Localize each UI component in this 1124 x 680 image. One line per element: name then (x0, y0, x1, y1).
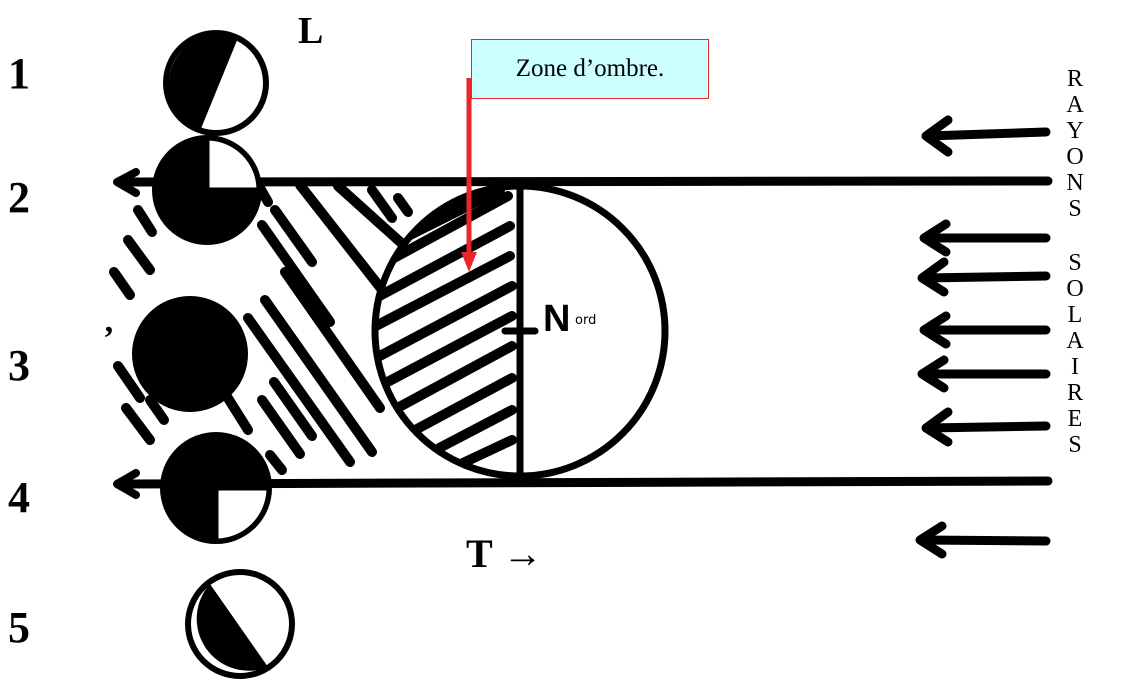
vertical-letter: S (1068, 196, 1082, 222)
stray-mark: ’ (103, 320, 115, 357)
moon-position-4 (160, 432, 272, 544)
position-label-3: 3 (8, 341, 30, 390)
earth-label: T→ (466, 534, 543, 574)
earth (371, 182, 669, 480)
vertical-letter: R (1066, 66, 1083, 92)
sun-ray-arrow (921, 407, 1051, 447)
position-label-4: 4 (8, 473, 30, 522)
left-arrowheads (113, 168, 140, 499)
vertical-letter: S (1068, 250, 1082, 276)
sun-ray-arrow (917, 257, 1051, 297)
upper-ray-line (120, 176, 1053, 187)
earth-letter: T (466, 531, 493, 576)
vertical-letter: E (1067, 406, 1083, 432)
upper-arrowhead (113, 168, 140, 197)
sun-ray-arrow (919, 219, 1051, 257)
shadow-zone-callout: Zone d’ombre. (471, 39, 709, 99)
vertical-letter: A (1066, 328, 1084, 354)
vertical-letter: I (1071, 354, 1079, 380)
sun-ray-arrow (919, 311, 1051, 349)
position-label-1: 1 (8, 49, 30, 98)
vertical-letter: N (1066, 170, 1084, 196)
moon-label: L (298, 10, 324, 52)
moon-position-2 (152, 135, 262, 245)
sun-ray-arrows (915, 115, 1051, 559)
shadow-boundary-lines (120, 176, 1053, 489)
sun-ray-arrow (921, 115, 1051, 157)
lower-arrowhead (113, 469, 140, 499)
moon-position-1 (163, 30, 269, 136)
earth-arrow: → (502, 531, 543, 576)
position-label-5: 5 (8, 603, 30, 652)
vertical-letter: O (1066, 144, 1084, 170)
sun-ray-arrow (917, 355, 1051, 393)
moon-position-5 (185, 569, 295, 679)
callout-pointer (461, 78, 477, 272)
shadow-hatching (109, 180, 423, 475)
north-suffix: ord (575, 313, 597, 328)
vertical-letter: Y (1066, 118, 1084, 144)
vertical-letter: R (1066, 380, 1083, 406)
north-letter: N (543, 298, 571, 340)
vertical-letter: L (1067, 302, 1083, 328)
sun-ray-arrow (915, 521, 1051, 559)
vertical-letter: S (1068, 432, 1082, 458)
position-label-2: 2 (8, 173, 30, 222)
vertical-word-gap (1060, 222, 1090, 250)
callout-text: Zone d’ombre. (515, 55, 665, 82)
vertical-letter: O (1066, 276, 1084, 302)
moon-position-3 (132, 296, 248, 412)
vertical-letter: A (1066, 92, 1084, 118)
lower-ray-line (120, 476, 1053, 489)
